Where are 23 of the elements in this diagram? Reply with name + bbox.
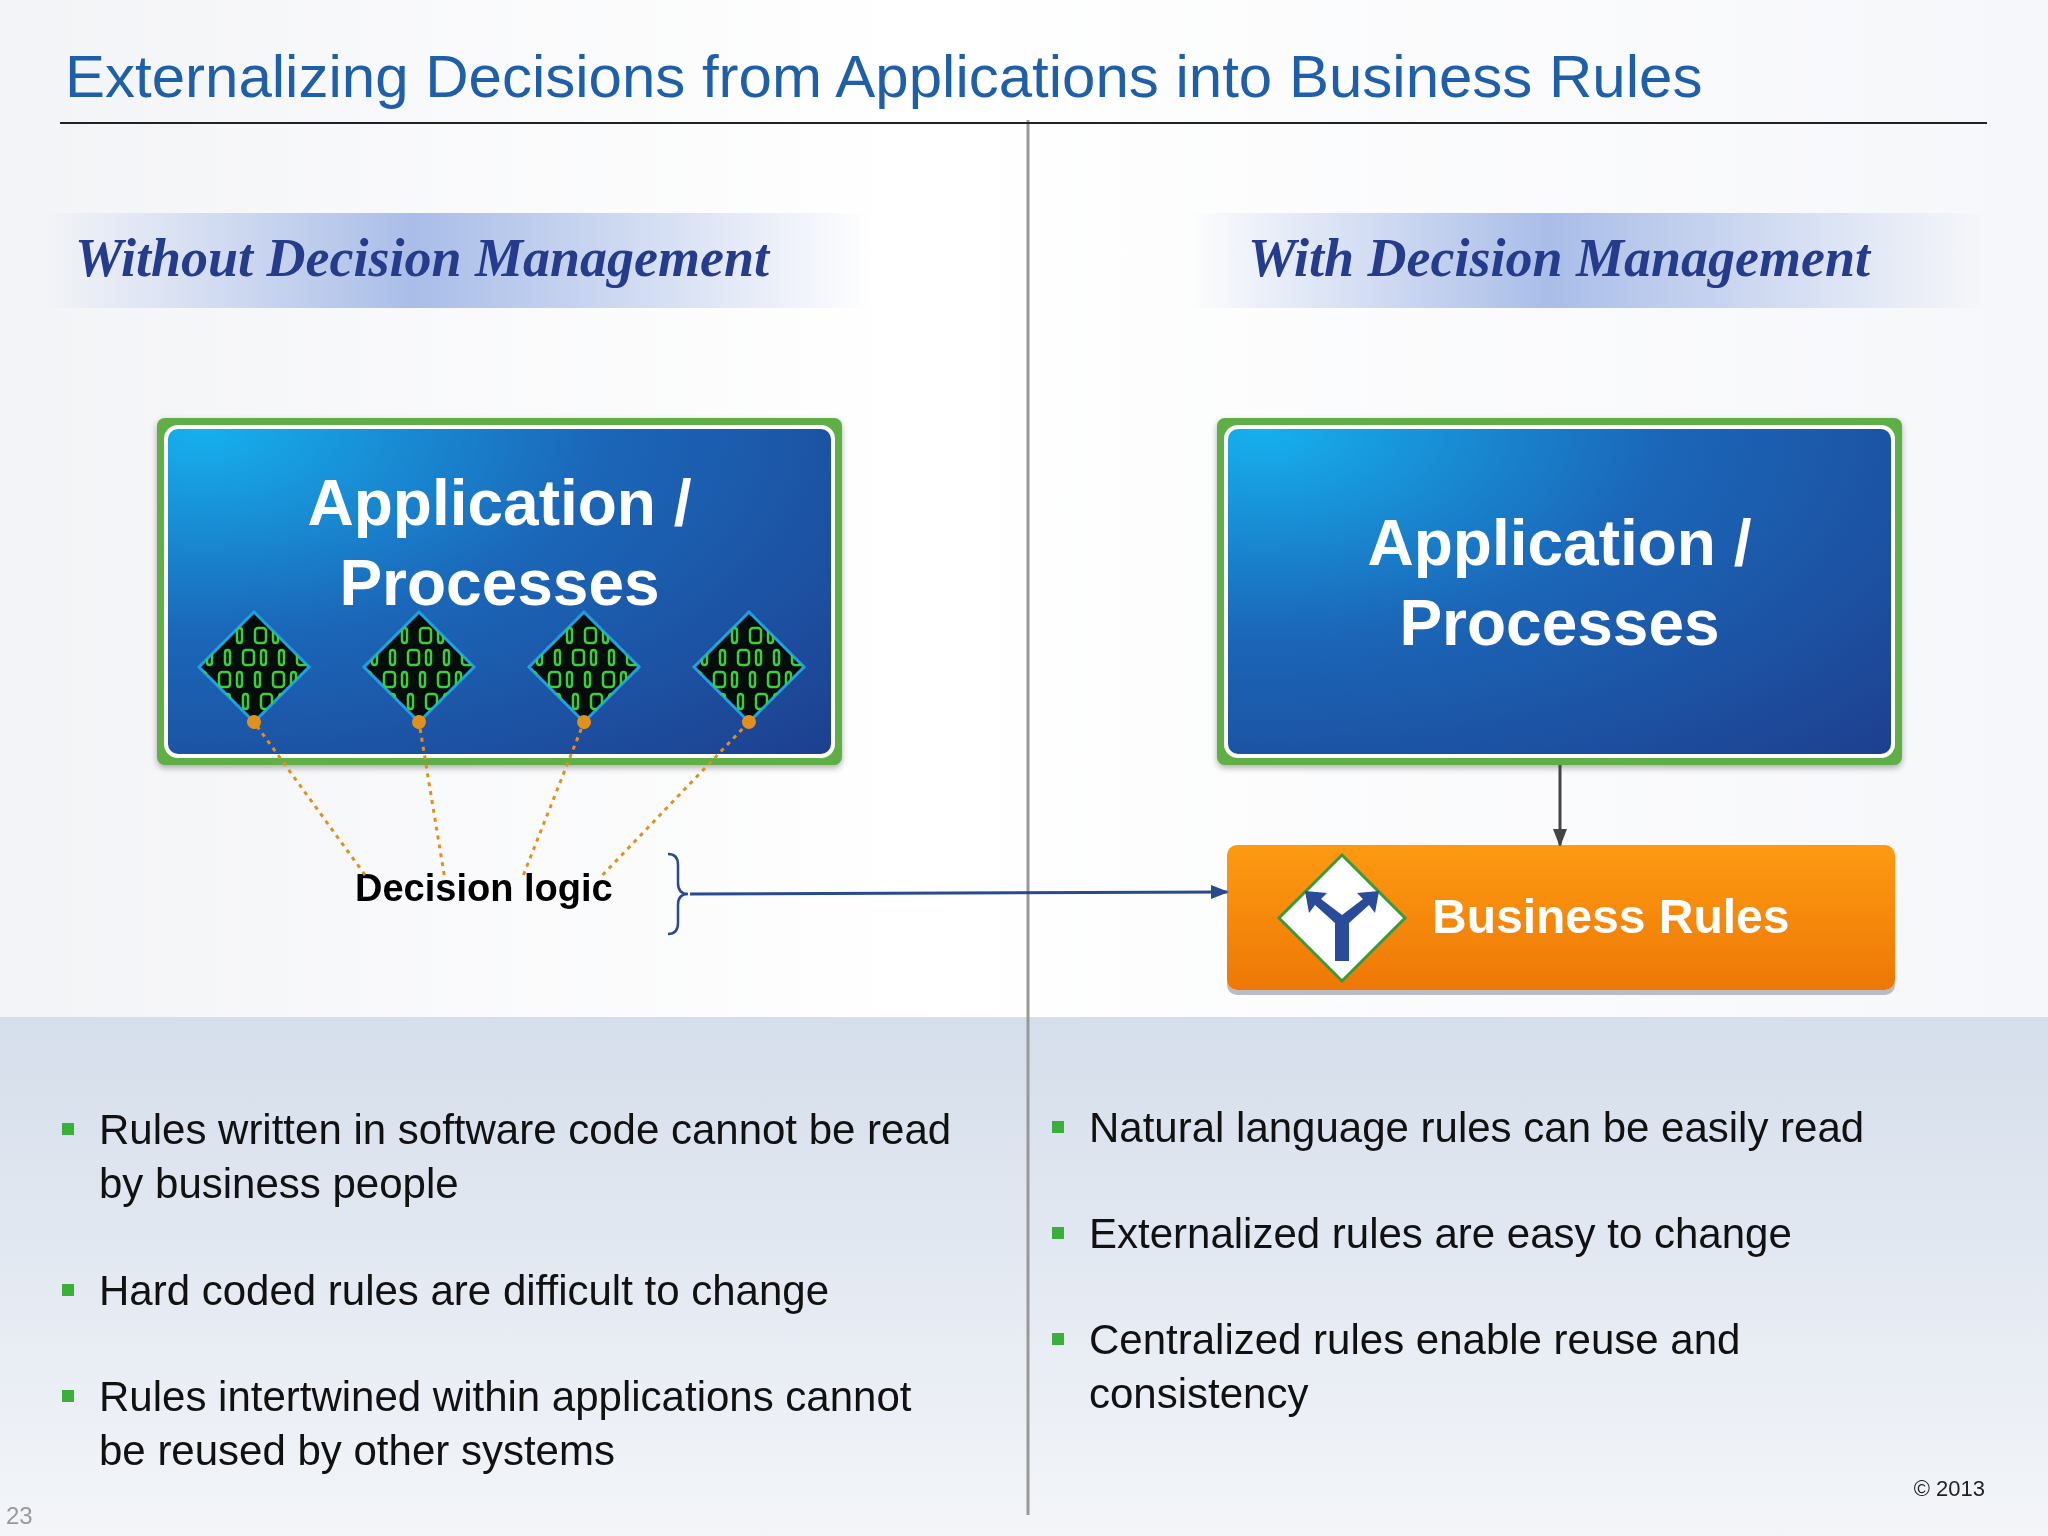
box-label: Application / Processes	[306, 466, 693, 621]
bullet-text: Rules intertwined within applications cannot be reused by other systems	[99, 1372, 913, 1476]
dotted-leader-line	[412, 715, 446, 876]
copyright-note: © 2013	[1913, 1476, 1985, 1502]
box-label: Application / Processes	[1366, 506, 1753, 661]
bullet-text: Hard coded rules are difficult to change	[99, 1266, 830, 1316]
page-number: 23	[6, 1502, 33, 1530]
dotted-leader-line	[247, 715, 367, 876]
bullet-text: Externalized rules are easy to change	[1089, 1209, 1793, 1259]
box-label: Business Rules	[1432, 889, 1790, 944]
bullet-text: Natural language rules can be easily read	[1089, 1103, 1866, 1153]
dotted-leader-line	[522, 715, 591, 876]
bullet-text: Centralized rules enable reuse and consistency	[1089, 1315, 1742, 1419]
section-heading: With Decision Management	[1248, 227, 1871, 289]
decision-logic-label: Decision logic	[355, 867, 613, 910]
application-box	[1217, 418, 1902, 765]
bullet-text: Rules written in software code cannot be read by business people	[99, 1105, 953, 1209]
slide-title: Externalizing Decisions from Applications into Business Rules	[65, 42, 1703, 111]
arrow	[1553, 765, 1567, 847]
arrow	[690, 885, 1229, 900]
dotted-leader-line	[601, 715, 756, 877]
application-box	[157, 418, 842, 765]
section-heading: Without Decision Management	[75, 227, 770, 289]
